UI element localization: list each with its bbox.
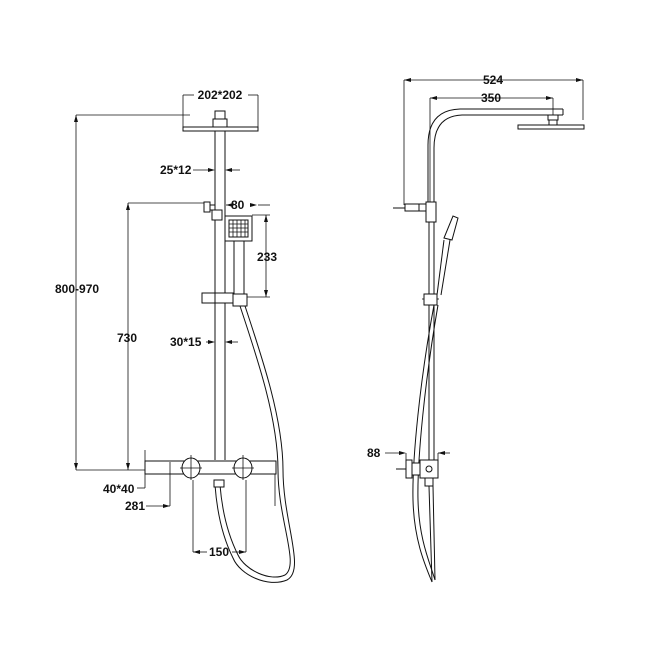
dimension-arm-projection	[429, 96, 554, 205]
dimension-handset-height	[245, 214, 270, 298]
dimension-labels: 202*202 25*12 80 233 800-970 730 30*15 4…	[55, 73, 503, 559]
dimension-rail-height	[126, 202, 205, 470]
label-rail-height: 730	[117, 331, 137, 345]
dimension-lower-rail	[206, 340, 238, 344]
label-total-height: 800-970	[55, 282, 99, 296]
label-inlet-centres: 150	[209, 545, 229, 559]
label-valve-section: 40*40	[103, 482, 135, 496]
dimension-valve-section	[137, 450, 146, 489]
label-head-size: 202*202	[198, 88, 243, 102]
label-total-projection: 524	[483, 73, 503, 87]
dimension-handset-width	[226, 203, 270, 207]
label-handset-height: 233	[257, 250, 277, 264]
dimension-total-projection	[403, 78, 584, 205]
side-view	[385, 78, 585, 583]
dimension-valve-width	[146, 462, 276, 508]
rain-shower-head	[182, 110, 259, 132]
slider-bracket-side	[422, 293, 439, 306]
label-arm-projection: 350	[481, 91, 501, 105]
wall-bracket-top	[393, 201, 437, 223]
label-handset-width: 80	[231, 198, 245, 212]
handset-nozzle-grid	[229, 220, 248, 237]
label-lower-rail: 30*15	[170, 335, 202, 349]
dimension-upper-rail	[193, 168, 240, 172]
dimension-head-size	[182, 94, 259, 127]
dimension-valve-projection	[385, 451, 450, 460]
thermostatic-valve-side	[396, 459, 439, 583]
shower-arm	[427, 108, 585, 203]
label-valve-projection: 88	[367, 446, 381, 460]
hand-shower-side	[436, 215, 459, 296]
front-view	[74, 94, 295, 583]
label-valve-width: 281	[125, 499, 145, 513]
label-upper-rail: 25*12	[160, 163, 192, 177]
diverter-knob	[203, 201, 223, 221]
thermostatic-valve	[144, 455, 277, 488]
dimension-inlet-centres	[192, 480, 247, 554]
hand-shower	[224, 215, 253, 295]
